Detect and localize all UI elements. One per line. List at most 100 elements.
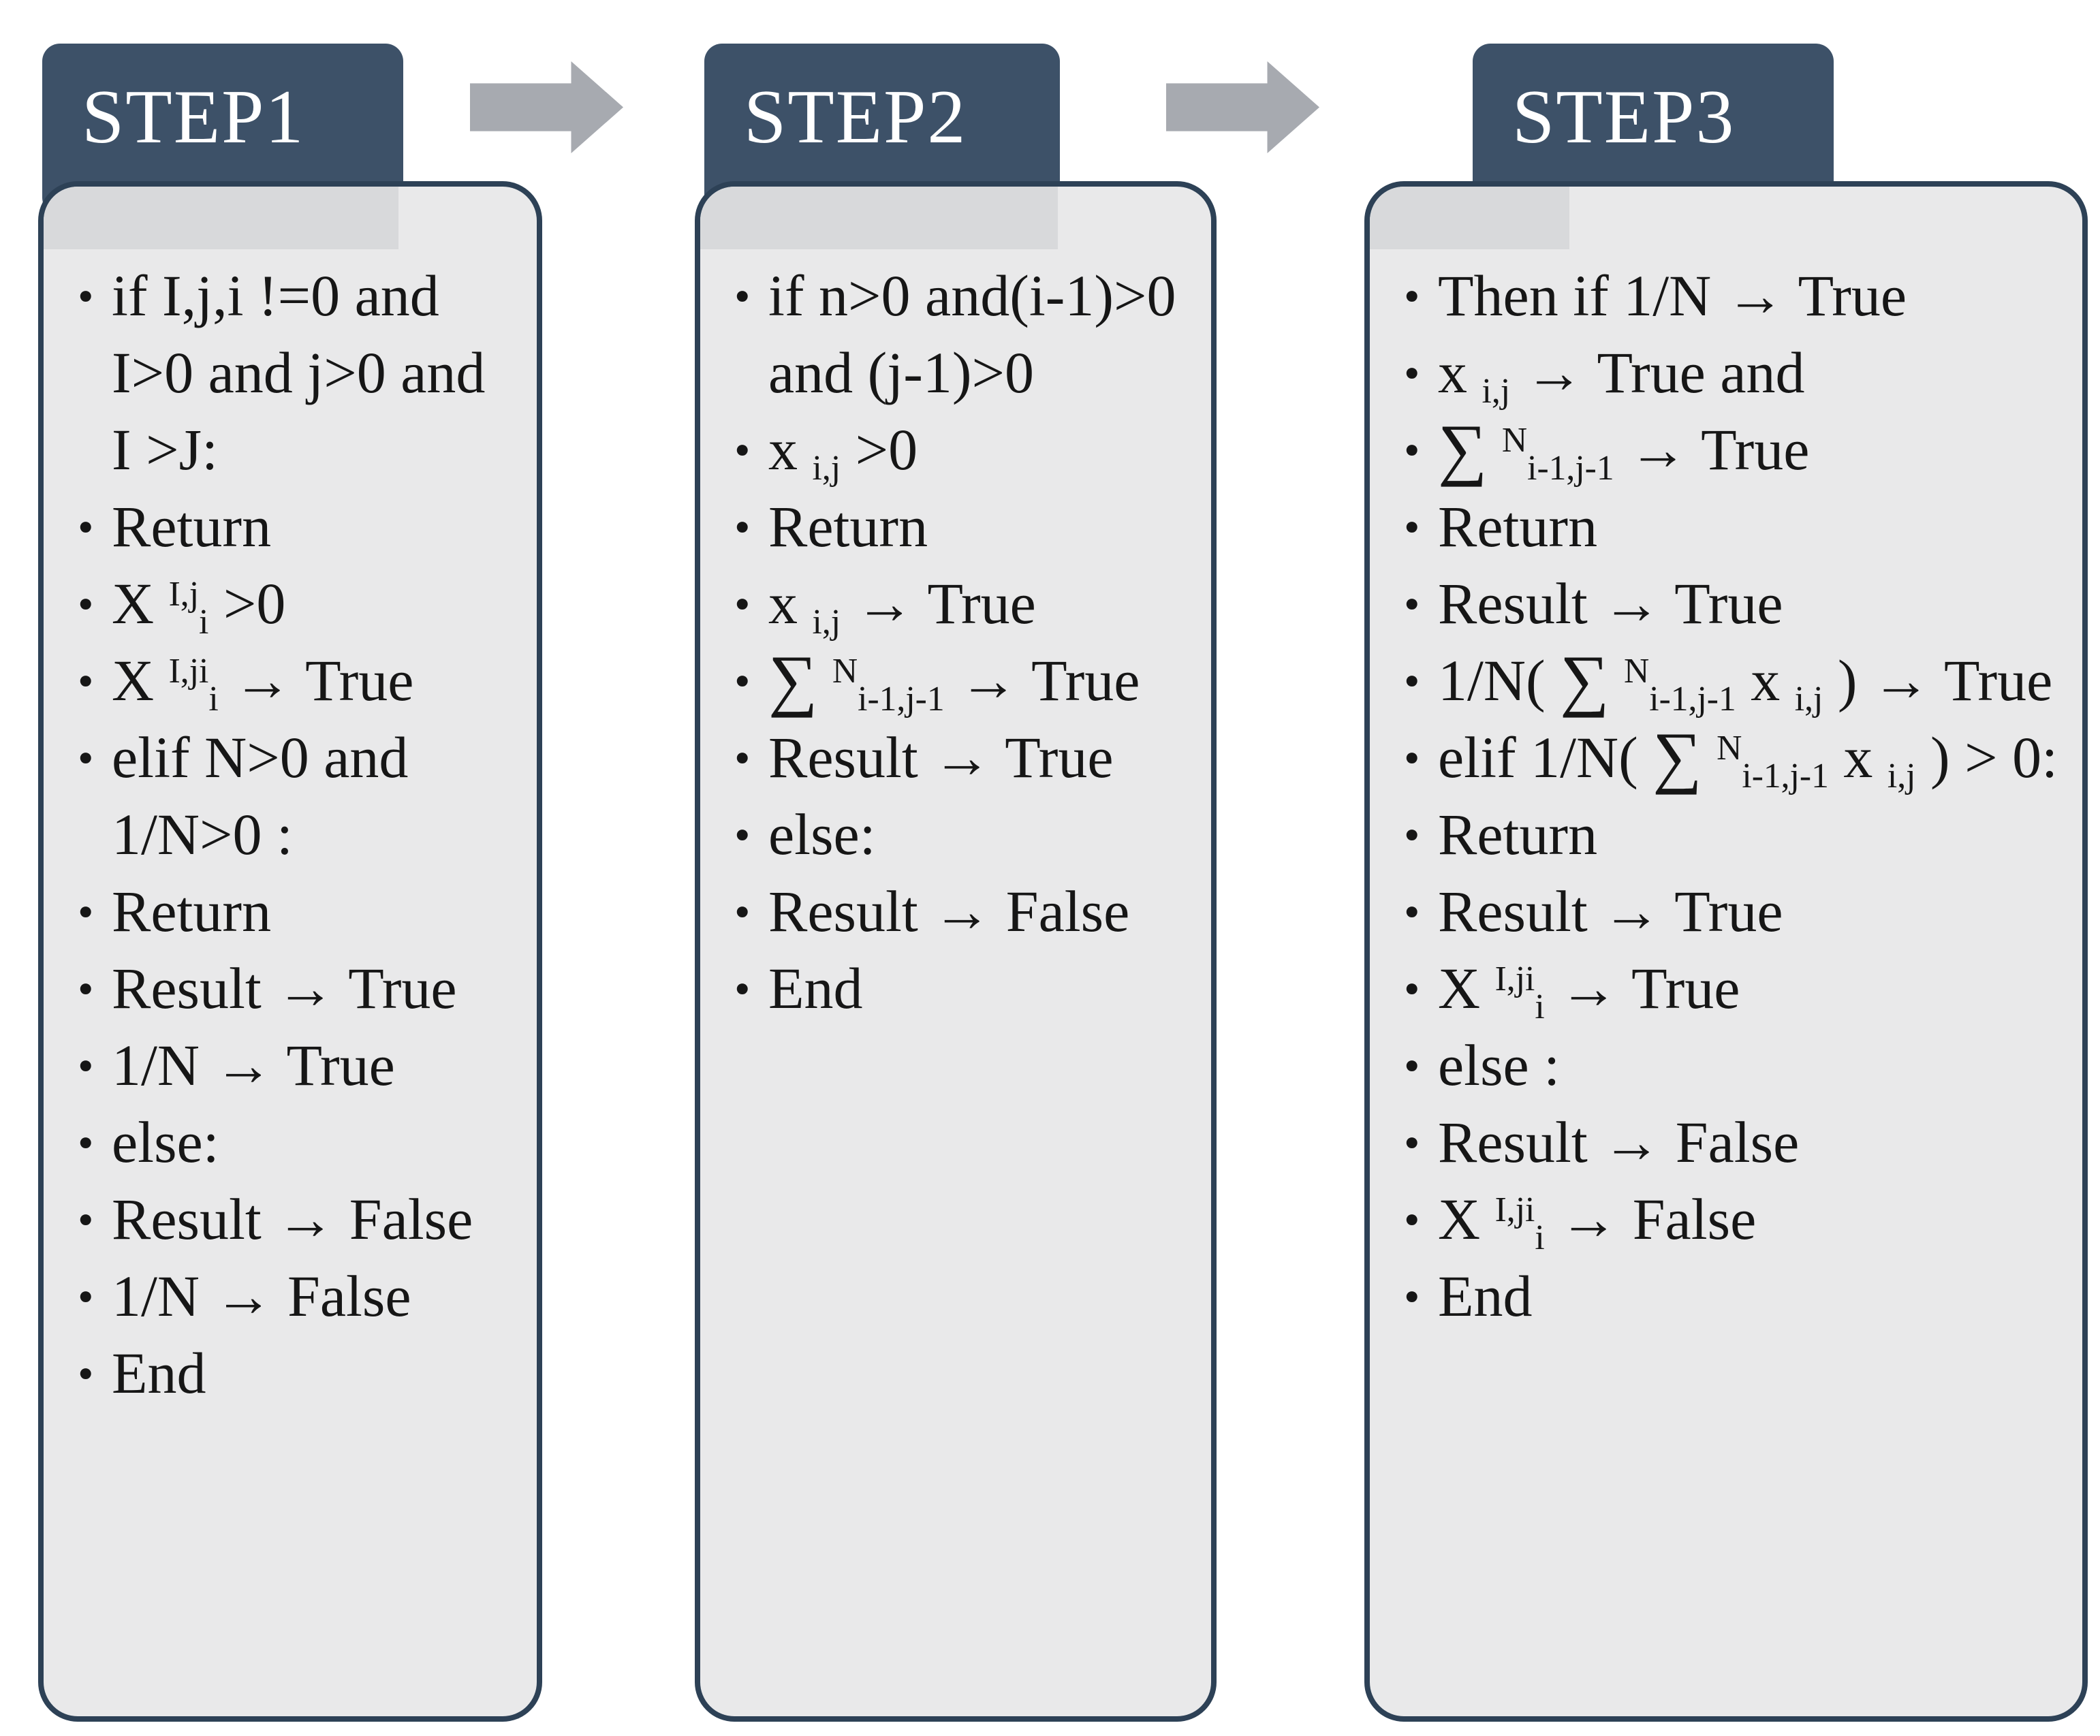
bullet-item: •Result → True	[734, 719, 1191, 796]
bullet-text: Result → True	[112, 956, 457, 1021]
bullet-item: • x i,j → True and	[1404, 334, 2062, 411]
bullet-icon: •	[734, 424, 751, 475]
bullet-item: • Return	[1404, 488, 2062, 565]
step2-bullet-list: •if n>0 and(i-1)>0 and (j-1)>0•x i,j >0•…	[700, 187, 1211, 1027]
bullet-text: if I,j,i !=0 and I>0 and j>0 and I >J:	[112, 263, 486, 482]
step3-panel: • Then if 1/N → True • x i,j → True and • ∑ N…	[1364, 181, 2088, 1722]
bullet-text: Result → False	[112, 1186, 473, 1252]
bullet-icon: •	[1404, 963, 1420, 1014]
bullet-icon: •	[734, 886, 751, 937]
bullet-icon: •	[78, 1194, 94, 1245]
arrow-right-icon	[1166, 61, 1319, 153]
bullet-icon: •	[78, 1117, 94, 1168]
bullet-text: 1/N → False	[112, 1263, 411, 1329]
bullet-text: else :	[1438, 1032, 1561, 1098]
arrow-right-icon	[470, 61, 623, 153]
bullet-item: •else:	[78, 1104, 516, 1181]
step2-title: STEP2	[744, 75, 967, 159]
bullet-icon: •	[78, 886, 94, 937]
bullet-icon: •	[1404, 1194, 1420, 1245]
bullet-item: •x i,j >0	[734, 411, 1191, 488]
bullet-text: 1/N( ∑ Ni-1,j-1 x i,j ) → True	[1438, 642, 2053, 719]
bullet-text: elif N>0 and 1/N>0 :	[112, 725, 409, 867]
bullet-item: • Result → False	[1404, 1104, 2062, 1181]
bullet-item: • if I,j,i !=0 and I>0 and j>0 and I >J:	[78, 257, 516, 488]
bullet-icon: •	[734, 501, 751, 552]
bullet-icon: •	[1404, 732, 1420, 783]
bullet-text: Result → False	[768, 879, 1130, 944]
bullet-item: •End	[734, 950, 1191, 1027]
bullet-text: X I,ji >0	[112, 571, 286, 642]
bullet-item: • Result → True	[1404, 873, 2062, 950]
bullet-icon: •	[734, 270, 751, 321]
bullet-text: Result → True	[1438, 879, 1783, 944]
bullet-icon: •	[1404, 270, 1420, 321]
bullet-item: • Return	[78, 488, 516, 565]
step3-highlight-band	[1370, 187, 1569, 249]
bullet-item: • Return	[78, 873, 516, 950]
bullet-text: x i,j → True and	[1438, 340, 1805, 411]
bullet-icon: •	[1404, 1271, 1420, 1322]
step2-panel: •if n>0 and(i-1)>0 and (j-1)>0•x i,j >0•…	[695, 181, 1217, 1722]
bullet-text: Return	[112, 494, 272, 559]
bullet-icon: •	[1404, 809, 1420, 860]
bullet-text: Return	[1438, 494, 1598, 559]
bullet-icon: •	[1404, 655, 1420, 706]
step1-highlight-band	[44, 187, 399, 249]
bullet-item: •X I,jii → False	[1404, 1181, 2062, 1258]
step1-title: STEP1	[82, 75, 305, 159]
bullet-text: End	[112, 1340, 206, 1406]
bullet-text: ∑ Ni-1,j-1 → True	[1438, 411, 1810, 488]
bullet-item: •X I,jii → True	[78, 642, 516, 719]
bullet-icon: •	[1404, 1117, 1420, 1168]
bullet-item: •else:	[734, 796, 1191, 873]
bullet-icon: •	[78, 501, 94, 552]
bullet-text: Return	[112, 879, 272, 944]
bullet-text: Return	[768, 494, 928, 559]
bullet-icon: •	[1404, 1040, 1420, 1091]
bullet-item: •X I,ji >0	[78, 565, 516, 642]
bullet-text: Result → False	[1438, 1109, 1800, 1175]
step1-bullet-list: •if I,j,i !=0 and I>0 and j>0 and I >J:•…	[44, 187, 537, 1412]
step3-title: STEP3	[1512, 75, 1736, 159]
bullet-icon: •	[734, 655, 751, 706]
bullet-item: • End	[1404, 1258, 2062, 1335]
step1-panel: •if I,j,i !=0 and I>0 and j>0 and I >J:•…	[38, 181, 542, 1722]
bullet-item: • ∑ Ni-1,j-1 → True	[734, 642, 1191, 719]
bullet-item: • elif 1/N( ∑ Ni-1,j-1 x i,j ) > 0:	[1404, 719, 2062, 796]
bullet-item: • elif N>0 and 1/N>0 :	[78, 719, 516, 873]
bullet-icon: •	[1404, 501, 1420, 552]
bullet-icon: •	[1404, 347, 1420, 398]
bullet-text: End	[1438, 1263, 1533, 1329]
bullet-item: • Return	[734, 488, 1191, 565]
bullet-text: Result → True	[768, 725, 1114, 790]
bullet-text: x i,j → True	[768, 571, 1036, 642]
bullet-text: Return	[1438, 802, 1598, 867]
bullet-item: • Result → False	[734, 873, 1191, 950]
bullet-icon: •	[78, 1040, 94, 1091]
bullet-icon: •	[1404, 886, 1420, 937]
bullet-text: End	[768, 956, 863, 1021]
bullet-item: •x i,j → True	[734, 565, 1191, 642]
bullet-text: ∑ Ni-1,j-1 → True	[768, 642, 1140, 719]
bullet-text: Then if 1/N → True	[1438, 263, 1907, 328]
bullet-item: • Return	[1404, 796, 2062, 873]
bullet-text: 1/N → True	[112, 1032, 395, 1098]
bullet-item: •1/N → False	[78, 1258, 516, 1335]
step3-bullet-list: • Then if 1/N → True • x i,j → True and • ∑ N…	[1370, 187, 2082, 1335]
bullet-item: • Then if 1/N → True	[1404, 257, 2062, 334]
bullet-text: elif 1/N( ∑ Ni-1,j-1 x i,j ) > 0:	[1438, 719, 2058, 796]
bullet-item: • Result → False	[78, 1181, 516, 1258]
bullet-item: •End	[78, 1335, 516, 1412]
bullet-icon: •	[734, 809, 751, 860]
bullet-text: X I,jii → True	[1438, 956, 1740, 1027]
step2-highlight-band	[700, 187, 1058, 249]
bullet-item: •Result → True	[1404, 565, 2062, 642]
bullet-icon: •	[78, 270, 94, 321]
bullet-text: if n>0 and(i-1)>0 and (j-1)>0	[768, 263, 1176, 405]
bullet-item: • X I,jii → True	[1404, 950, 2062, 1027]
bullet-icon: •	[1404, 424, 1420, 475]
bullet-item: • ∑ Ni-1,j-1 → True	[1404, 411, 2062, 488]
bullet-icon: •	[78, 732, 94, 783]
